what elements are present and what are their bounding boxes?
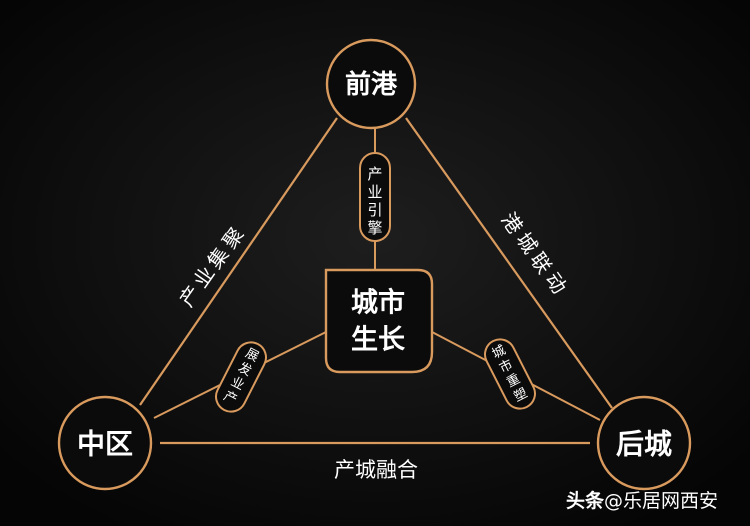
node-top-label: 前港 bbox=[345, 69, 398, 100]
node-right: 后城 bbox=[596, 395, 692, 491]
node-left-label: 中区 bbox=[77, 428, 133, 461]
pill-top-char-3: 引 bbox=[367, 201, 382, 219]
center-node-line-1: 城市 bbox=[351, 287, 405, 319]
watermark: 头条@乐居网西安 bbox=[566, 486, 718, 513]
watermark-brand: 头条 bbox=[566, 490, 605, 512]
center-node-line-2: 生长 bbox=[351, 325, 406, 356]
node-top: 前港 bbox=[325, 38, 417, 130]
pill-top-char-1: 产 bbox=[367, 165, 382, 183]
pill-right-char-2: 市 bbox=[497, 356, 516, 376]
pill-top: 产 业 引 擎 bbox=[359, 152, 391, 242]
edge-label-bottom: 产城融合 bbox=[334, 458, 418, 482]
pill-left-char-4: 展 bbox=[243, 346, 261, 365]
edge-top-right bbox=[405, 117, 613, 409]
pill-left-char-1: 产 bbox=[221, 389, 239, 408]
pill-top-char-4: 擎 bbox=[367, 219, 382, 237]
pill-right-char-1: 城 bbox=[490, 343, 508, 362]
pill-left-char-2: 业 bbox=[228, 374, 246, 393]
node-left: 中区 bbox=[57, 395, 153, 491]
edge-top-left bbox=[139, 117, 338, 406]
pill-right-char-3: 重 bbox=[504, 371, 523, 391]
pill-right: 城 市 重 塑 bbox=[484, 338, 536, 410]
watermark-handle: @乐居网西安 bbox=[604, 490, 719, 512]
node-right-label: 后城 bbox=[616, 428, 672, 461]
center-node: 城市 生长 bbox=[324, 268, 434, 374]
pill-left: 产 业 发 展 bbox=[215, 341, 267, 413]
pill-right-char-4: 塑 bbox=[512, 386, 530, 405]
pill-top-char-2: 业 bbox=[367, 183, 382, 201]
pill-left-char-3: 发 bbox=[235, 359, 254, 379]
